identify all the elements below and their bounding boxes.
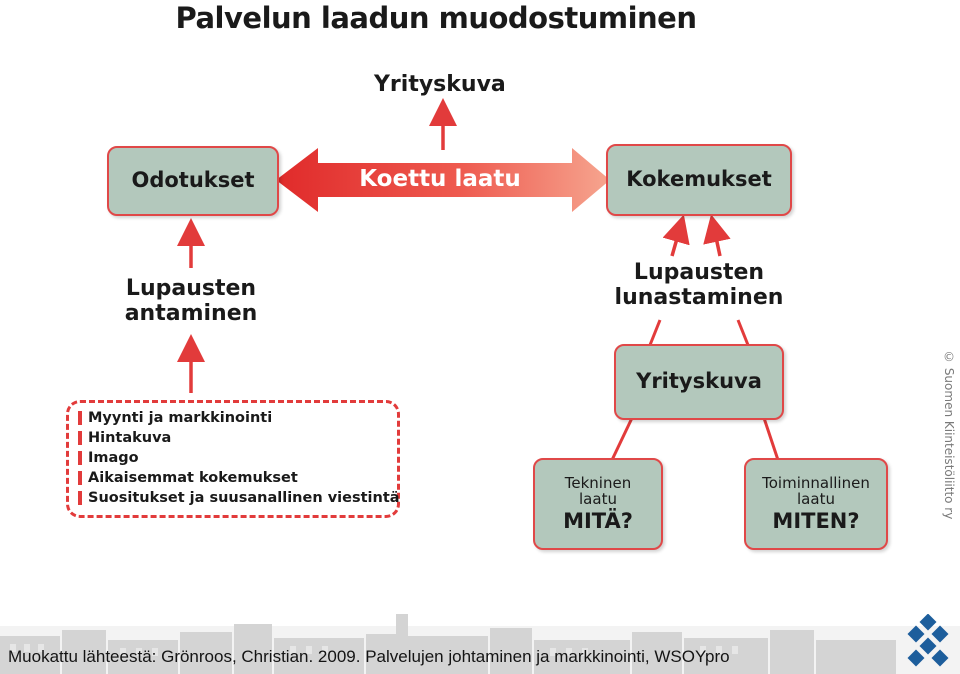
kokemukset-box: Kokemukset (606, 144, 792, 216)
yrityskuva-label: Yrityskuva (636, 369, 762, 394)
koettu-laatu-label: Koettu laatu (359, 166, 521, 192)
factors-list: Myynti ja markkinointi Hintakuva Imago A… (78, 408, 400, 508)
list-item: Suositukset ja suusanallinen viestintä (78, 488, 400, 508)
odotukset-label: Odotukset (131, 168, 255, 193)
yrityskuva-box: Yrityskuva (614, 344, 784, 420)
copyright-watermark: © Suomen Kiinteistöliitto ry (942, 350, 956, 520)
list-item: Aikaisemmat kokemukset (78, 468, 400, 488)
line-yrityskuva-toiminnallinen (762, 417, 780, 461)
factors-box (66, 400, 400, 518)
odotukset-box: Odotukset (107, 146, 279, 216)
page-title: Palvelun laadun muodostuminen (175, 1, 697, 35)
line-lunastaminen-yrityskuva-right (736, 319, 750, 346)
list-item: Hintakuva (78, 428, 400, 448)
diamond-logo-icon (907, 614, 949, 667)
line-yrityskuva-tekninen (610, 417, 634, 461)
toiminnallinen-laatu-box: Toiminnallinen laatu MITEN? (744, 458, 888, 550)
arrow-up-kokemukset-left (662, 214, 690, 257)
tekninen-laatu-box: Tekninen laatu MITÄ? (533, 458, 663, 550)
top-yrityskuva-label: Yrityskuva (374, 72, 506, 97)
arrow-up-kokemukset-right (703, 214, 731, 257)
list-item: Myynti ja markkinointi (78, 408, 400, 428)
line-lunastaminen-yrityskuva-left (648, 319, 662, 346)
lupausten-lunastaminen-label: Lupausten lunastaminen (614, 260, 784, 311)
lupausten-antaminen-label: Lupausten antaminen (124, 276, 258, 327)
source-citation: Muokattu lähteestä: Grönroos, Christian.… (8, 647, 730, 666)
kokemukset-label: Kokemukset (626, 167, 772, 192)
footer-skyline (0, 614, 960, 674)
koettu-laatu-arrow (276, 148, 610, 212)
list-item: Imago (78, 448, 400, 468)
